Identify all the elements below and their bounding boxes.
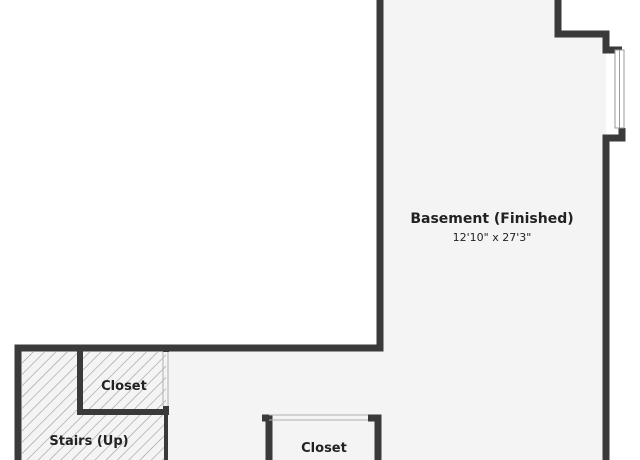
basement-floor bbox=[18, 0, 606, 460]
stairs-area bbox=[22, 352, 166, 460]
stairs-label: Stairs (Up) bbox=[49, 434, 128, 449]
closet-right-walls bbox=[262, 414, 382, 460]
closet-left-walls bbox=[77, 348, 169, 415]
window bbox=[614, 49, 625, 129]
closet-left-door bbox=[162, 352, 169, 406]
wall-top-right bbox=[554, 0, 622, 54]
closet-right-door bbox=[269, 414, 368, 421]
closet-right-label: Closet bbox=[301, 441, 347, 456]
basement-dimensions: 12'10" x 27'3" bbox=[453, 231, 532, 244]
wall-right bbox=[602, 128, 626, 460]
basement-name: Basement (Finished) bbox=[410, 211, 573, 227]
closet-left-label: Closet bbox=[101, 379, 147, 394]
wall-upper-left bbox=[14, 0, 384, 460]
exterior-walls bbox=[14, 0, 626, 460]
